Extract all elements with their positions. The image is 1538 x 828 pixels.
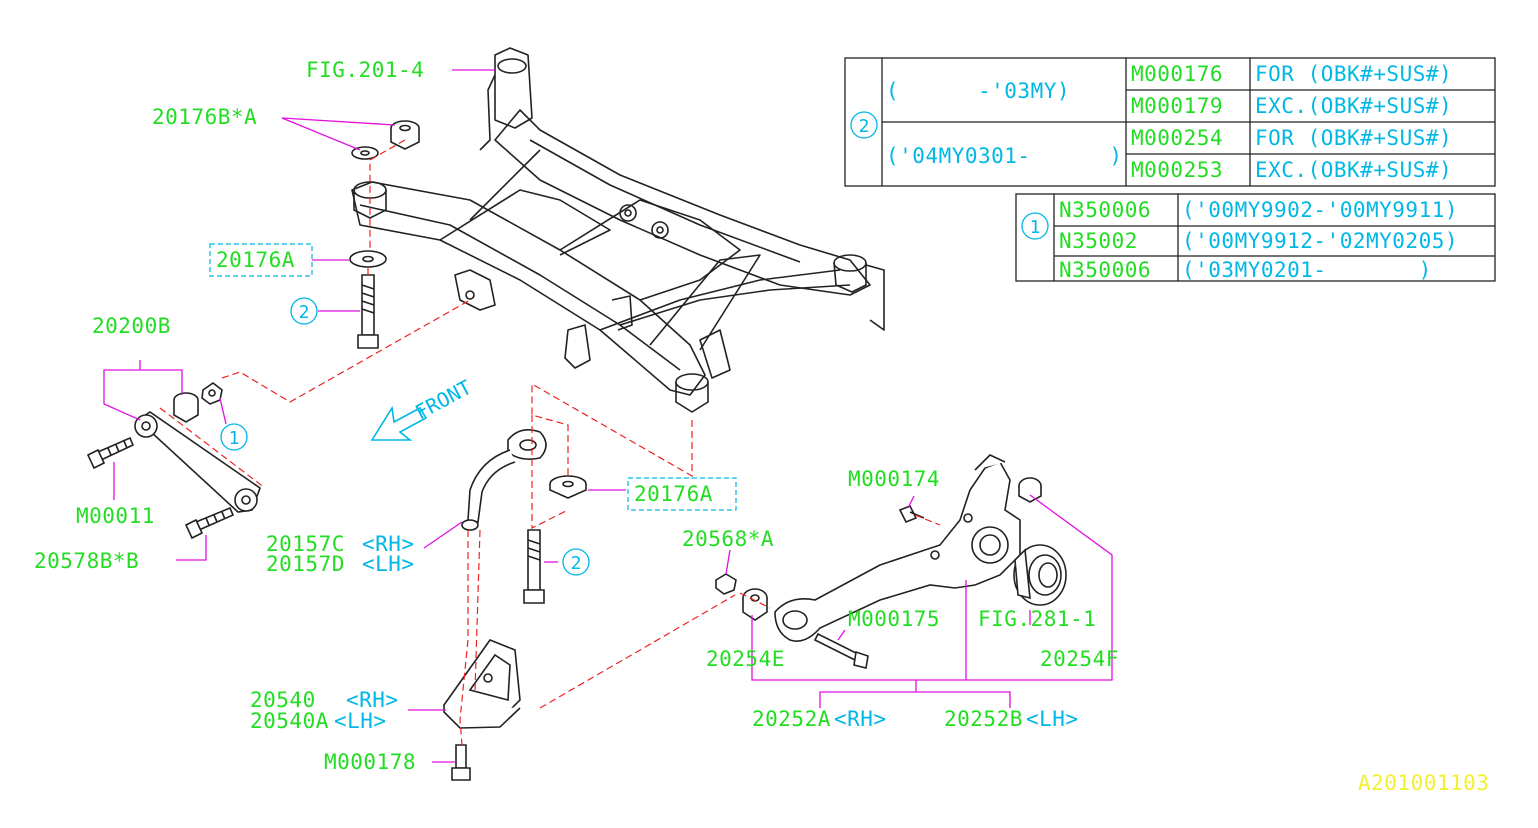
bolt-ref2-upper: [357, 274, 379, 349]
bolt-M000175: [813, 632, 869, 669]
table-ref2-number: 2: [859, 116, 870, 137]
table-ref2-part-row1: M000176: [1131, 62, 1224, 86]
label-M00011: M00011: [76, 504, 155, 528]
ref-marker-1: 1: [229, 428, 240, 449]
table-ref2-grid: [844, 57, 1496, 187]
table-ref1-part-row3: N350006: [1059, 258, 1152, 282]
table-ref2-part-row4: M000253: [1131, 158, 1224, 182]
trailing-arm-20252: [774, 454, 1021, 642]
illustration-code: A201001103: [1358, 771, 1490, 795]
ref-marker-2-upper: 2: [299, 302, 310, 323]
label-20254F: 20254F: [1040, 647, 1119, 671]
front-label: FRONT: [411, 375, 475, 424]
frame-20176A-top: [209, 243, 313, 277]
label-fig-281-1: FIG.281-1: [978, 607, 1097, 631]
label-20176A-top: 20176A: [216, 248, 295, 272]
label-20176A-mid: 20176A: [634, 482, 713, 506]
table-ref1-part-row1: N350006: [1059, 198, 1152, 222]
stabilizer-link-20157: [461, 429, 547, 531]
label-20568-A: 20568*A: [682, 527, 775, 551]
table-ref2-range-row3: ('04MY0301- ): [886, 144, 1123, 168]
label-fig-201-4: FIG.201-4: [306, 58, 425, 82]
label-20252A-side: <RH>: [834, 707, 887, 731]
washer-20176A-top: [349, 250, 387, 268]
table-ref1-range-row1: ('00MY9902-'00MY9911): [1182, 198, 1459, 222]
bolt-20578B: [184, 506, 235, 540]
label-20252B: 20252B: [944, 707, 1023, 731]
bolt-M000178: [451, 744, 471, 781]
bolt-ref2-lower: [523, 529, 545, 604]
label-20252B-side: <LH>: [1026, 707, 1079, 731]
ref-marker-2-lower: 2: [571, 553, 582, 574]
table-ref2-note-row3: FOR (OBK#+SUS#): [1255, 126, 1453, 150]
label-M000175: M000175: [848, 607, 941, 631]
label-20540A: 20540A: [250, 709, 329, 733]
label-20176B-A: 20176B*A: [152, 105, 258, 129]
label-20157C-side: <RH>: [362, 532, 415, 556]
hub-bearing: [1013, 544, 1067, 606]
table-ref2-part-row2: M000179: [1131, 94, 1224, 118]
ref-markers: [220, 297, 590, 576]
label-20540: 20540: [250, 688, 316, 712]
table-ref1-range-row3: ('03MY0201- ): [1182, 258, 1432, 282]
bolt-M000174: [898, 504, 925, 524]
table-ref2-part-row3: M000254: [1131, 126, 1224, 150]
label-20157C: 20157C: [266, 532, 345, 556]
label-20540-side: <RH>: [346, 688, 399, 712]
table-ref2-circle: [850, 111, 878, 139]
table-ref1-part-row2: N35002: [1059, 229, 1138, 253]
bolt-M00011: [86, 436, 135, 470]
bushing-20176B: [351, 120, 420, 160]
table-ref2-note-row4: EXC.(OBK#+SUS#): [1255, 158, 1453, 182]
label-20254E: 20254E: [706, 647, 785, 671]
label-20200B: 20200B: [92, 314, 171, 338]
label-20252A: 20252A: [752, 707, 831, 731]
table-ref2-range-row1: ( -'03MY): [886, 79, 1071, 103]
bushing-20254E: [742, 588, 768, 621]
washer-20176A-mid: [549, 475, 587, 499]
leader-lines: [103, 69, 1113, 763]
table-ref1-number: 1: [1030, 217, 1041, 238]
nut-20568A: [715, 573, 737, 595]
rear-subframe: [351, 47, 885, 413]
label-M000178: M000178: [324, 750, 417, 774]
label-20540A-side: <LH>: [334, 709, 387, 733]
bushing-20254F: [1018, 477, 1042, 503]
lateral-link-20200B: [134, 382, 261, 513]
table-ref1-range-row2: ('00MY9912-'02MY0205): [1182, 229, 1459, 253]
table-ref1-grid: [1015, 193, 1496, 282]
table-ref1-circle: [1021, 212, 1049, 240]
table-ref2-note-row2: EXC.(OBK#+SUS#): [1255, 94, 1453, 118]
label-20157D: 20157D: [266, 552, 345, 576]
front-arrow: [370, 405, 428, 441]
table-ref2-note-row1: FOR (OBK#+SUS#): [1255, 62, 1453, 86]
assembly-lines: [159, 139, 941, 746]
label-20578B-B: 20578B*B: [34, 549, 140, 573]
bracket-20540: [442, 639, 521, 729]
label-M000174: M000174: [848, 467, 941, 491]
label-20157D-side: <LH>: [362, 552, 415, 576]
frame-20176A-mid: [627, 477, 737, 511]
